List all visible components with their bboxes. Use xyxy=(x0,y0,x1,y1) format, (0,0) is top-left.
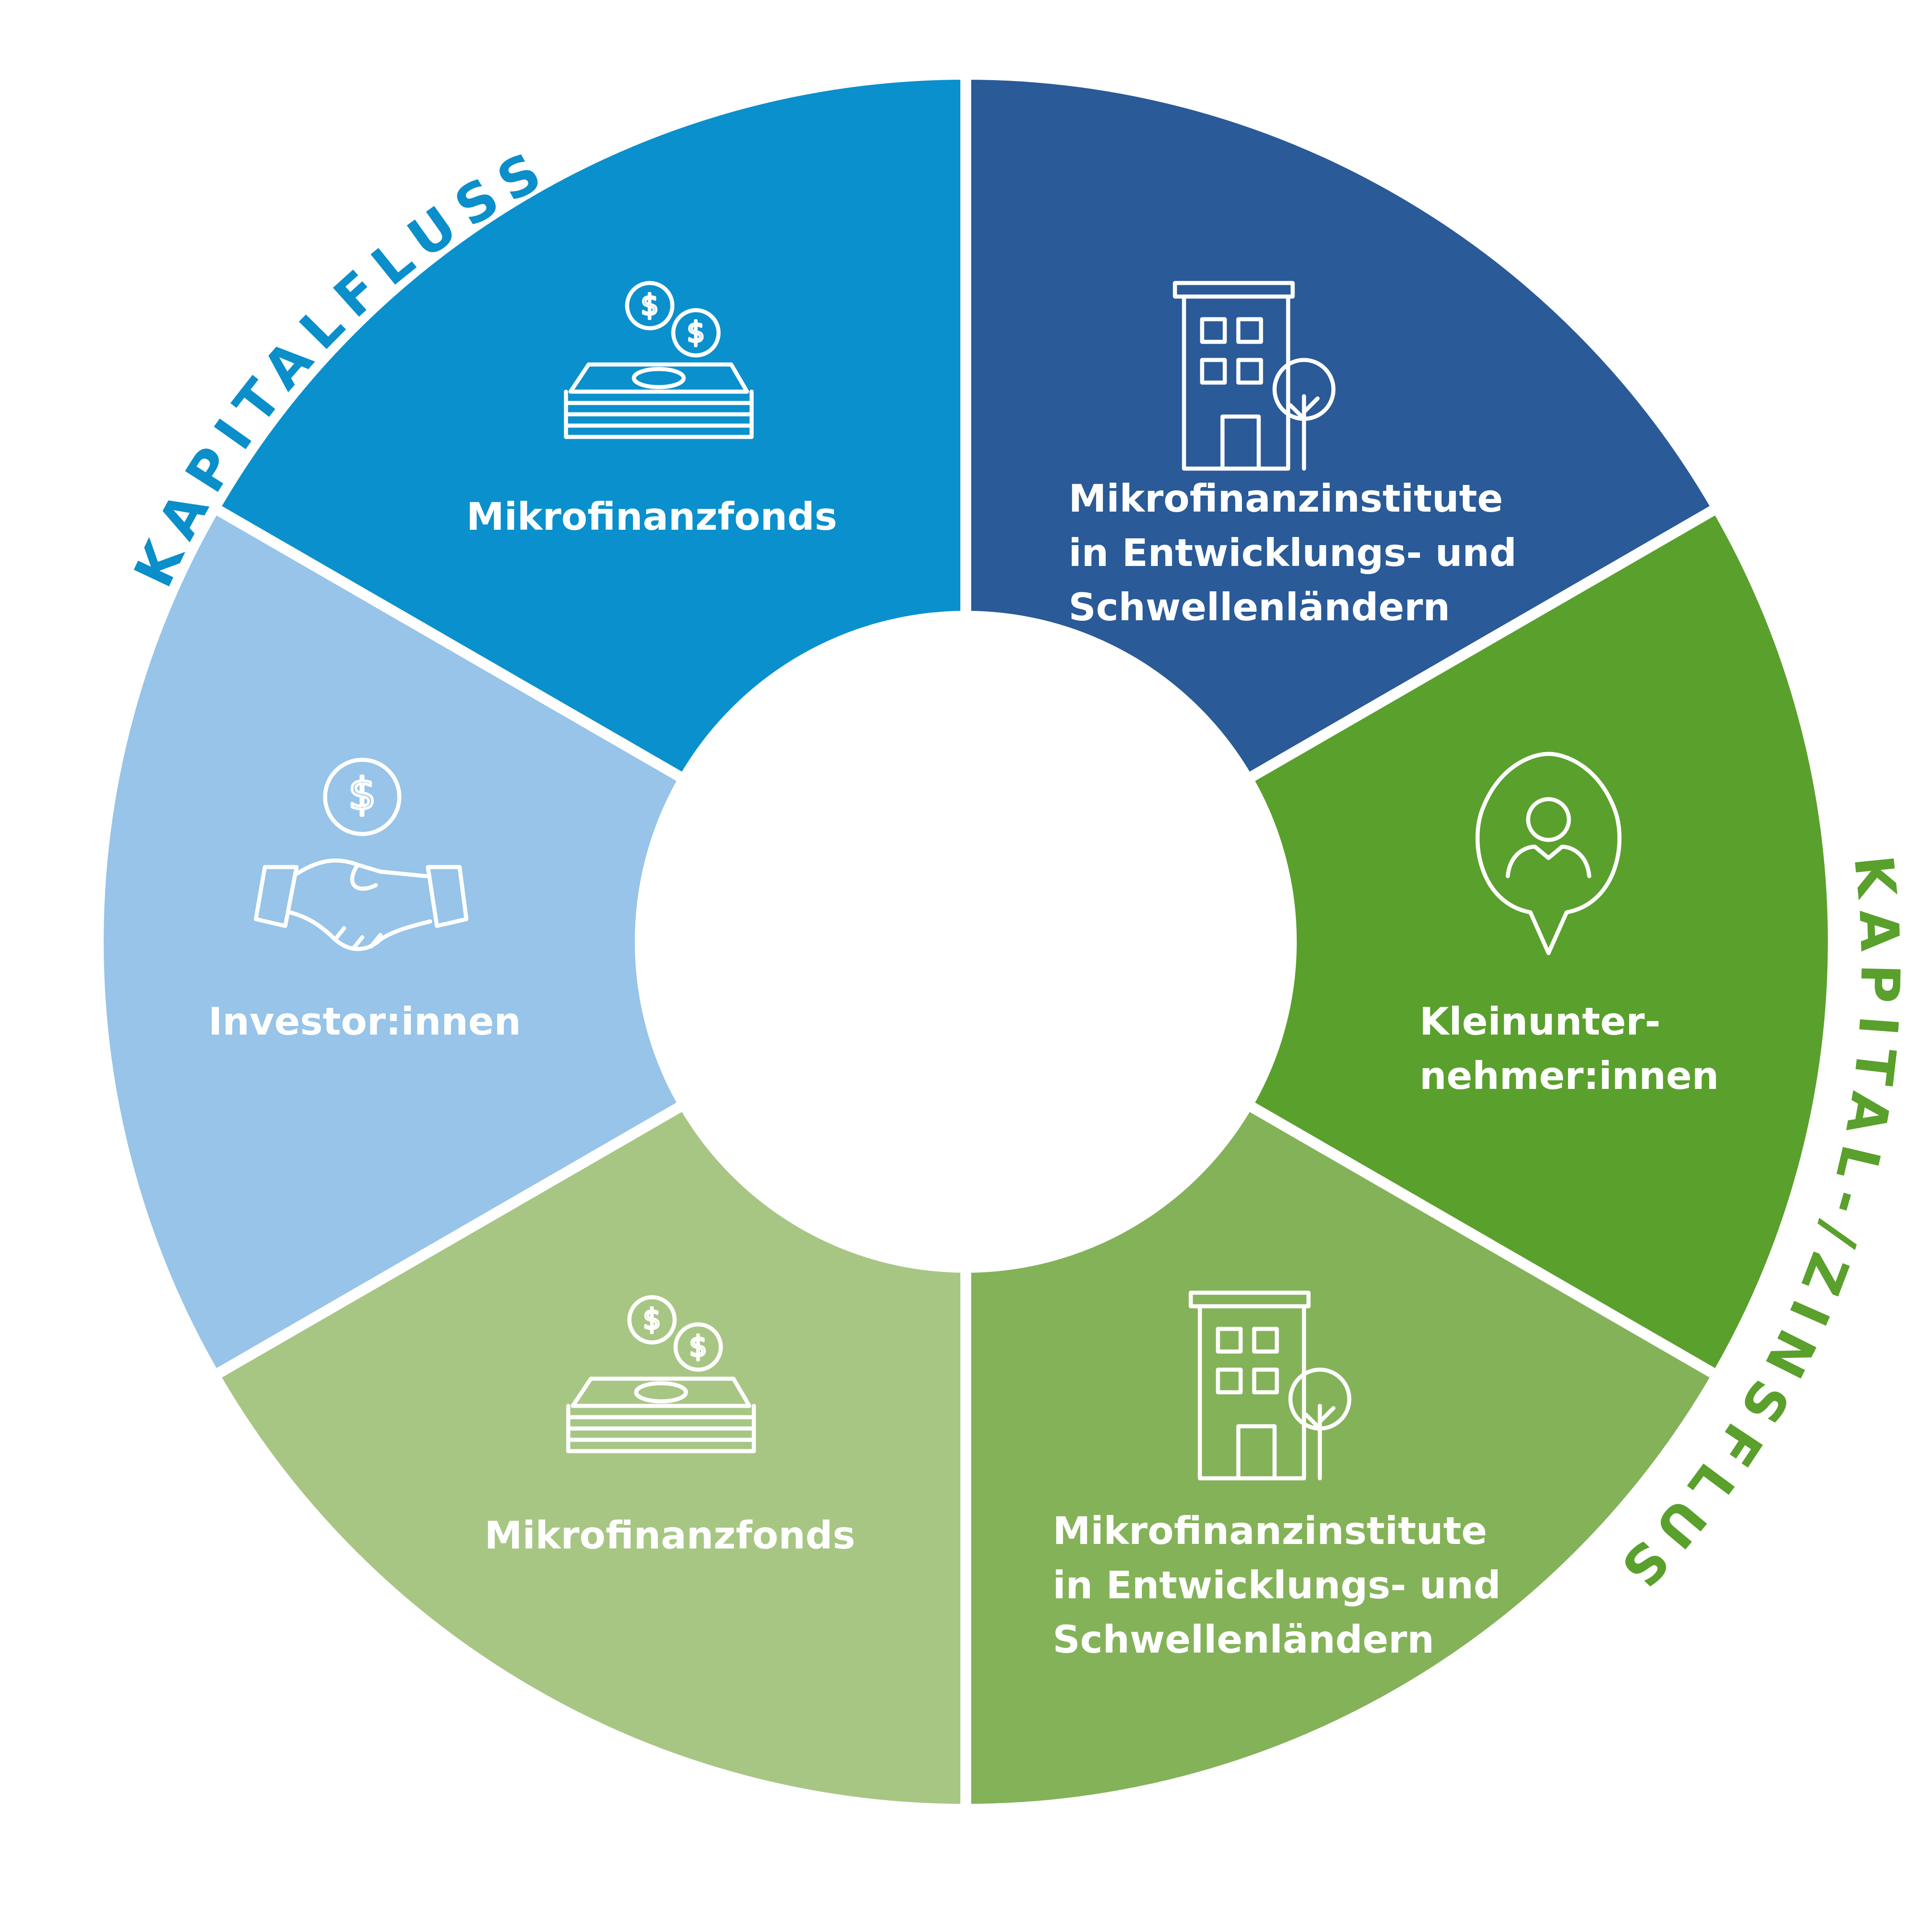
segment-label-institute-top: Mikrofinanzinstitute in Entwicklungs- und… xyxy=(1069,476,1517,629)
segment-label-fund-top: Mikrofinanzfonds xyxy=(466,494,837,539)
segments-layer xyxy=(94,66,1838,1818)
segment-label-line: in Entwicklungs- und xyxy=(1053,1563,1501,1607)
segment-label-line: in Entwicklungs- und xyxy=(1069,531,1517,575)
segment-institute-top xyxy=(961,69,1724,786)
segment-investor xyxy=(94,501,690,1382)
segment-label-line: Kleinunter- xyxy=(1419,999,1660,1044)
segment-label-line: nehmer:innen xyxy=(1419,1054,1719,1098)
segment-label-line: Mikrofinanzfonds xyxy=(484,1513,855,1558)
segment-label-fund-bottom: Mikrofinanzfonds xyxy=(484,1513,855,1558)
segment-fund-bottom xyxy=(208,1098,971,1814)
segment-label-line: Mikrofinanzinstitute xyxy=(1069,476,1503,521)
segment-label-line: Schwellenländern xyxy=(1069,585,1450,629)
segment-entrepreneur xyxy=(1241,501,1838,1382)
segment-label-line: Schwellenländern xyxy=(1053,1617,1434,1662)
center-hub xyxy=(642,618,1290,1266)
segment-label-line: Mikrofinanzfonds xyxy=(466,494,837,539)
segment-divider xyxy=(1241,1098,1727,1385)
segment-divider xyxy=(204,499,690,786)
segment-label-entrepreneur: Kleinunter-nehmer:innen xyxy=(1419,999,1719,1098)
segment-institute-bottom xyxy=(961,1098,1724,1814)
segment-label-investor: Investor:innen xyxy=(208,999,521,1044)
segment-label-line: Mikrofinanzinstitute xyxy=(1053,1509,1487,1553)
segment-divider xyxy=(1241,499,1727,786)
segment-divider xyxy=(204,1098,690,1385)
segment-label-line: Investor:innen xyxy=(208,999,521,1044)
segment-label-institute-bottom: Mikrofinanzinstitute in Entwicklungs- und… xyxy=(1053,1509,1501,1662)
